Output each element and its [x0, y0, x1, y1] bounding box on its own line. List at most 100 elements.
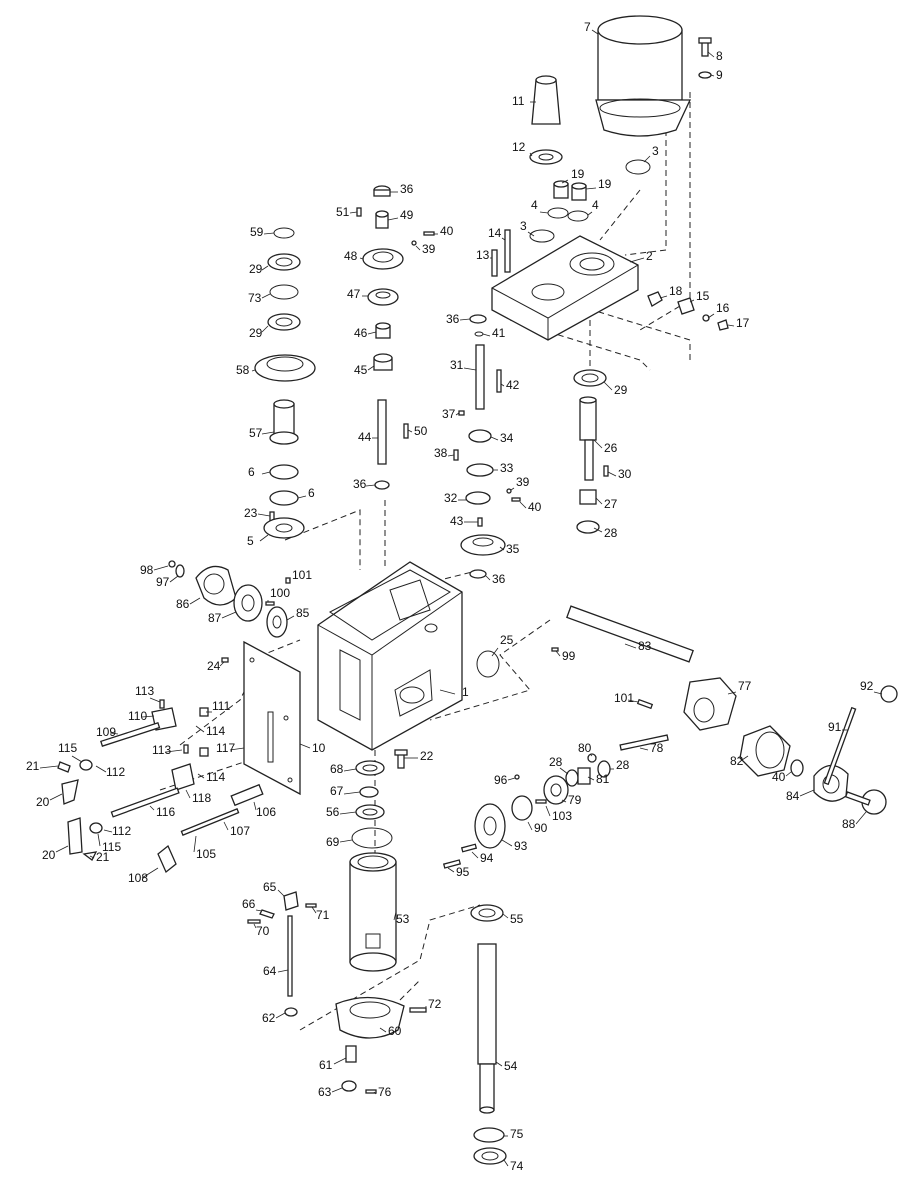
leader-line-73: [261, 293, 271, 299]
leader-line-6: [297, 495, 307, 499]
part-label-101: 101: [614, 691, 634, 705]
part-label-29: 29: [249, 262, 263, 276]
part-label-27: 27: [604, 497, 618, 511]
leader-line-79: [561, 799, 567, 803]
side-cover-plate: [243, 640, 301, 796]
part-label-41: 41: [492, 326, 506, 340]
part-label-4: 4: [531, 198, 538, 212]
leader-line-24: [219, 661, 225, 667]
part-label-49: 49: [400, 208, 414, 222]
part-label-28: 28: [549, 755, 563, 769]
pulley-sleeve: [529, 75, 563, 165]
leader-line-48: [359, 257, 364, 260]
part-label-79: 79: [568, 793, 582, 807]
part-label-70: 70: [256, 924, 270, 938]
leader-line-40: [785, 771, 792, 777]
leader-line-39: [510, 487, 515, 491]
part-label-113: 113: [152, 743, 171, 757]
part-label-19: 19: [598, 177, 612, 191]
leader-line-8: [707, 51, 715, 58]
part-label-81: 81: [596, 772, 610, 786]
leader-line-60: [379, 1027, 387, 1033]
leader-line-20: [49, 793, 63, 801]
leader-line-42: [500, 383, 505, 387]
leader-line-41: [482, 333, 491, 337]
part-label-60: 60: [388, 1024, 402, 1038]
part-label-31: 31: [450, 358, 464, 372]
part-label-74: 74: [510, 1159, 524, 1173]
gear-shaft-stack: [356, 185, 409, 490]
leader-line-112: [95, 765, 107, 773]
leader-line-108: [141, 867, 159, 879]
part-label-90: 90: [534, 821, 548, 835]
part-label-36: 36: [446, 312, 460, 326]
part-label-3: 3: [652, 144, 659, 158]
motor-bolt: [698, 37, 712, 79]
leader-line-39: [415, 245, 421, 251]
leader-line-78: [639, 747, 649, 751]
part-label-117: 117: [216, 741, 235, 755]
leader-line-115: [97, 833, 101, 847]
leader-line-40: [519, 501, 527, 509]
part-label-42: 42: [506, 378, 520, 392]
part-label-62: 62: [262, 1011, 276, 1025]
part-label-17: 17: [736, 316, 750, 330]
leader-line-84: [799, 789, 815, 797]
leader-line-85: [286, 615, 295, 621]
leader-line-14: [501, 237, 506, 241]
feed-shaft-stack: [453, 314, 521, 579]
part-label-101: 101: [292, 568, 312, 582]
leader-line-27: [595, 497, 603, 505]
part-label-32: 32: [444, 491, 458, 505]
leader-line-29: [261, 325, 269, 333]
leader-line-57: [261, 431, 275, 435]
part-label-111: 111: [212, 699, 231, 713]
leader-line-25: [491, 647, 499, 657]
leader-line-113: [149, 697, 161, 703]
part-label-36: 36: [492, 572, 506, 586]
part-label-51: 51: [336, 205, 350, 219]
leader-line-64: [277, 969, 289, 973]
part-label-65: 65: [263, 880, 277, 894]
leader-line-46: [367, 331, 377, 335]
leader-line-61: [333, 1057, 347, 1065]
part-label-112: 112: [106, 765, 125, 779]
part-label-50: 50: [414, 424, 428, 438]
part-label-56: 56: [326, 805, 340, 819]
part-label-3: 3: [520, 219, 527, 233]
part-label-22: 22: [420, 749, 434, 763]
part-label-83: 83: [638, 639, 652, 653]
drive-spindle: [573, 369, 609, 534]
leader-line-115: [71, 755, 83, 763]
leader-line-2: [629, 257, 645, 263]
part-label-26: 26: [604, 441, 618, 455]
part-label-29: 29: [249, 326, 263, 340]
part-label-73: 73: [248, 291, 262, 305]
part-label-64: 64: [263, 964, 277, 978]
part-label-98: 98: [140, 563, 154, 577]
leader-line-77: [727, 691, 737, 695]
part-label-108: 108: [128, 871, 148, 885]
part-label-58: 58: [236, 363, 250, 377]
part-label-28: 28: [604, 526, 618, 540]
leader-line-107: [223, 821, 229, 831]
part-label-16: 16: [716, 301, 730, 315]
part-label-106: 106: [256, 805, 276, 819]
part-label-47: 47: [347, 287, 361, 301]
side-gear-assembly: [168, 560, 291, 638]
leader-line-34: [490, 436, 499, 441]
part-label-7: 7: [584, 20, 591, 34]
part-label-87: 87: [208, 611, 222, 625]
leader-line-21: [39, 765, 59, 769]
leader-line-114: [197, 773, 205, 779]
part-label-11: 11: [512, 94, 525, 108]
part-label-24: 24: [207, 659, 221, 673]
leader-line-9: [710, 74, 715, 77]
small-screws-39-40: [411, 231, 435, 246]
part-label-93: 93: [514, 839, 528, 853]
part-label-12: 12: [512, 140, 526, 154]
part-label-59: 59: [250, 225, 264, 239]
